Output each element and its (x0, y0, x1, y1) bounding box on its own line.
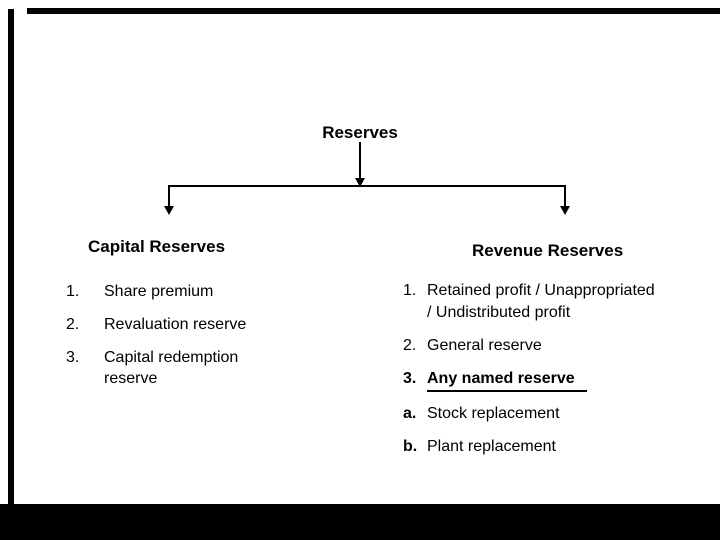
list-item-text: Any named reserve (427, 368, 587, 392)
list-item: 2. Revaluation reserve (66, 314, 246, 335)
list-item-text: Retained profit / Unappropriated / Undis… (427, 282, 655, 321)
down-arrow-icon (355, 178, 365, 187)
connector-crossbar (168, 185, 566, 187)
list-item-number: 2. (66, 316, 80, 333)
sub-list-item: a. Stock replacement (403, 403, 655, 425)
list-item-text: Plant replacement (427, 438, 556, 455)
revenue-reserves-heading: Revenue Reserves (472, 241, 624, 260)
list-item-number: 2. (403, 337, 417, 354)
list-item-text: General reserve (427, 337, 542, 354)
capital-reserves-heading: Capital Reserves (88, 237, 226, 256)
list-item-letter: a. (403, 405, 417, 422)
list-item-text: Revaluation reserve (104, 316, 247, 333)
list-item-text: Capital redemption reserve (104, 349, 239, 387)
scan-edge-top (27, 8, 720, 14)
list-item-number: 3. (66, 349, 80, 366)
down-arrow-icon (164, 206, 174, 215)
connector-left-drop (168, 186, 170, 207)
list-item: 1. Share premium (66, 281, 246, 302)
list-item-text: Stock replacement (427, 405, 560, 422)
scan-edge-left (8, 9, 14, 540)
list-item-letter: b. (403, 438, 418, 455)
list-item-text: Share premium (104, 283, 214, 300)
list-item: 3. Capital redemption reserve (66, 347, 246, 389)
revenue-reserves-list: 1. Retained profit / Unappropriated / Un… (403, 280, 655, 469)
list-item-number: 1. (403, 282, 417, 299)
list-item: 1. Retained profit / Unappropriated / Un… (403, 280, 655, 324)
list-item-number: 1. (66, 283, 80, 300)
connector-stem-line (359, 142, 361, 179)
list-item-number: 3. (403, 370, 417, 387)
list-item: 3. Any named reserve (403, 368, 655, 392)
sub-list-item: b. Plant replacement (403, 436, 655, 458)
scan-edge-bottom (0, 504, 720, 540)
down-arrow-icon (560, 206, 570, 215)
list-item: 2. General reserve (403, 335, 655, 357)
diagram-title: Reserves (322, 123, 398, 142)
connector-right-drop (564, 186, 566, 207)
capital-reserves-list: 1. Share premium 2. Revaluation reserve … (66, 281, 246, 401)
